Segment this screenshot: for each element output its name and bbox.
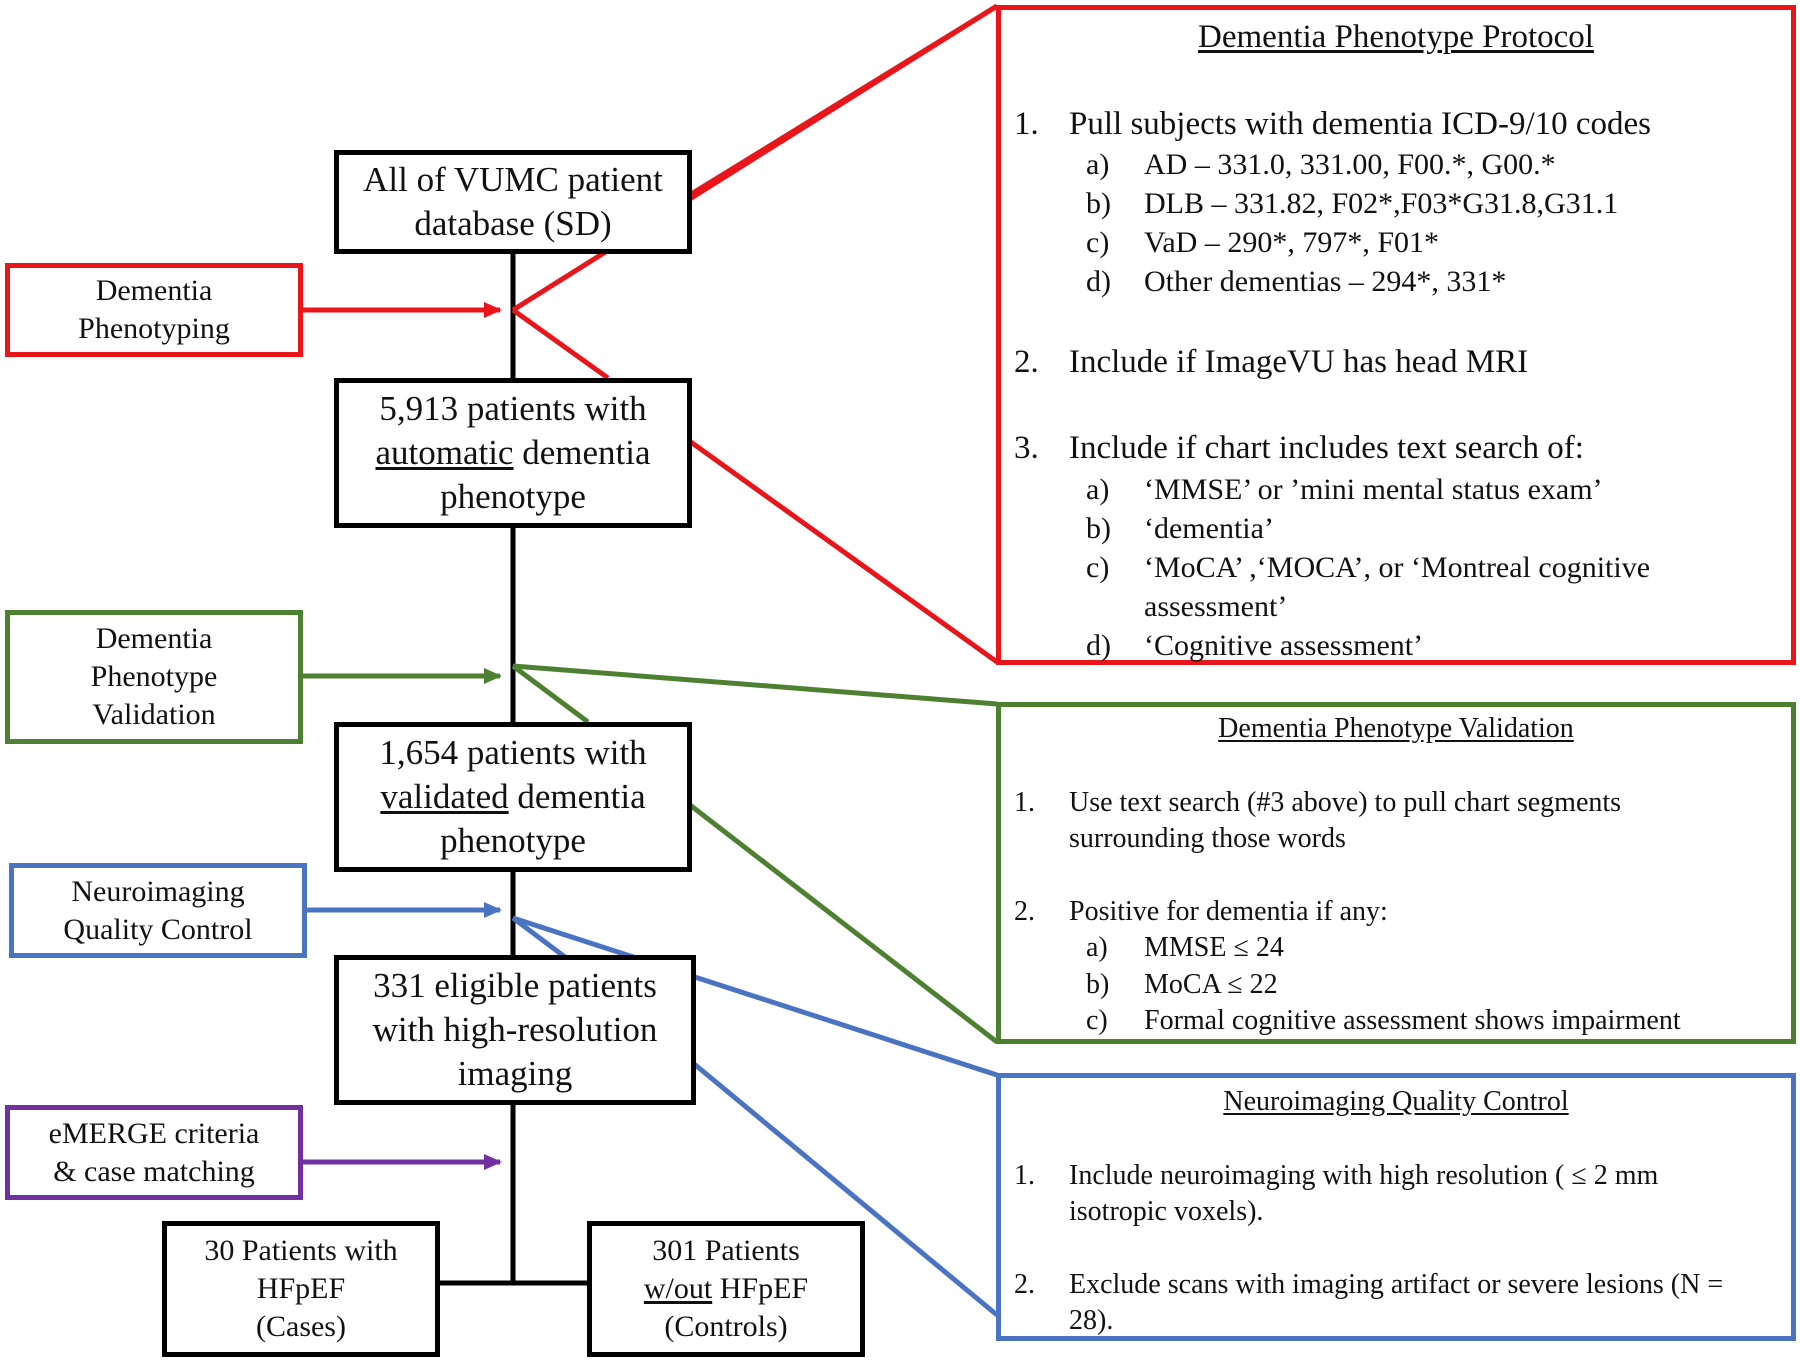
- controls-line1: 301 Patients: [652, 1234, 800, 1267]
- controls-line2-rest: HFpEF: [712, 1272, 809, 1305]
- cases-line1: 30 Patients with: [204, 1234, 398, 1267]
- qc-item: 1.Include neuroimaging with high resolut…: [1014, 1160, 1659, 1191]
- cases-line2: HFpEF: [256, 1272, 346, 1305]
- qc-panel: Neuroimaging Quality Control 1.Include n…: [996, 1073, 1796, 1341]
- protocol-item: b)‘dementia’: [1086, 512, 1274, 545]
- protocol-item: 1.Pull subjects with dementia ICD-9/10 c…: [1014, 106, 1651, 142]
- validation-label-box: Dementia Phenotype Validation: [5, 610, 303, 744]
- validated-line1: 1,654 patients with: [379, 733, 647, 772]
- validation-panel-title: Dementia Phenotype Validation: [1218, 713, 1574, 744]
- protocol-item: a)AD – 331.0, 331.00, F00.*, G00.*: [1086, 148, 1556, 181]
- qc-item: 28).: [1069, 1305, 1114, 1336]
- validation-item: 1.Use text search (#3 above) to pull cha…: [1014, 787, 1622, 818]
- protocol-title: Dementia Phenotype Protocol: [1198, 19, 1594, 55]
- validated-line2-rest: dementia: [508, 777, 646, 816]
- protocol-item: assessment’: [1144, 590, 1288, 623]
- validated-line3: phenotype: [440, 821, 586, 860]
- eligible-line3: imaging: [457, 1054, 573, 1093]
- validated-phenotype-box: 1,654 patients with validated dementia p…: [334, 722, 692, 872]
- controls-box: 301 Patients w/out HFpEF (Controls): [587, 1221, 865, 1357]
- validation-panel: Dementia Phenotype Validation 1.Use text…: [996, 702, 1796, 1044]
- cases-box: 30 Patients with HFpEF (Cases): [162, 1221, 440, 1357]
- protocol-item: c)‘MoCA’ ,‘MOCA’, or ‘Montreal cognitive: [1086, 551, 1651, 584]
- emerge-label-box: eMERGE criteria & case matching: [5, 1105, 303, 1200]
- validation-item: a)MMSE ≤ 24: [1086, 932, 1284, 963]
- validated-underlined-word: validated: [380, 777, 509, 816]
- validation-item: b)MoCA ≤ 22: [1086, 969, 1278, 1000]
- all-vumc-line2: database (SD): [414, 204, 612, 243]
- phenotyping-label-box: Dementia Phenotyping: [5, 263, 303, 357]
- protocol-panel: Dementia Phenotype Protocol 1.Pull subje…: [996, 5, 1796, 665]
- qc-item: isotropic voxels).: [1069, 1196, 1264, 1227]
- eligible-line1: 331 eligible patients: [373, 966, 657, 1005]
- all-vumc-box: All of VUMC patient database (SD): [334, 150, 692, 254]
- qc-line1: Neuroimaging: [71, 874, 245, 908]
- automatic-phenotype-box: 5,913 patients with automatic dementia p…: [334, 378, 692, 528]
- protocol-item: b)DLB – 331.82, F02*,F03*G31.8,G31.1: [1086, 187, 1619, 220]
- phenotyping-line1: Dementia: [95, 274, 213, 307]
- auto-line3: phenotype: [440, 477, 586, 516]
- protocol-item: a)‘MMSE’ or ’mini mental status exam’: [1086, 473, 1603, 506]
- qc-item: 2.Exclude scans with imaging artifact or…: [1014, 1269, 1724, 1300]
- protocol-item: c)VaD – 290*, 797*, F01*: [1086, 226, 1440, 259]
- validation-line1: Dementia: [95, 622, 213, 655]
- protocol-item: 3.Include if chart includes text search …: [1014, 430, 1584, 466]
- all-vumc-line1: All of VUMC patient: [363, 160, 663, 199]
- auto-line1: 5,913 patients with: [379, 389, 647, 428]
- auto-line2-rest: dementia: [513, 433, 651, 472]
- cases-line3: (Cases): [256, 1310, 346, 1343]
- protocol-item: 2.Include if ImageVU has head MRI: [1014, 344, 1529, 380]
- protocol-item: d)Other dementias – 294*, 331*: [1086, 265, 1507, 298]
- eligible-line2: with high-resolution: [372, 1010, 658, 1049]
- protocol-item: d)‘Cognitive assessment’: [1086, 629, 1424, 662]
- controls-underlined-word: w/out: [643, 1272, 713, 1305]
- phenotyping-line2: Phenotyping: [78, 312, 230, 345]
- validation-item: c)Formal cognitive assessment shows impa…: [1086, 1005, 1681, 1036]
- eligible-patients-box: 331 eligible patients with high-resoluti…: [334, 955, 696, 1105]
- qc-label-box: Neuroimaging Quality Control: [9, 863, 307, 958]
- validation-line2: Phenotype: [90, 660, 218, 693]
- validation-item: 2.Positive for dementia if any:: [1014, 896, 1388, 927]
- emerge-line2: & case matching: [53, 1154, 255, 1188]
- qc-line2: Quality Control: [63, 912, 253, 946]
- qc-panel-title: Neuroimaging Quality Control: [1223, 1086, 1569, 1117]
- auto-underlined-word: automatic: [375, 433, 514, 472]
- emerge-line1: eMERGE criteria: [48, 1116, 260, 1150]
- validation-line3: Validation: [92, 698, 216, 731]
- controls-line3: (Controls): [664, 1310, 788, 1343]
- validation-item: surrounding those words: [1069, 823, 1346, 854]
